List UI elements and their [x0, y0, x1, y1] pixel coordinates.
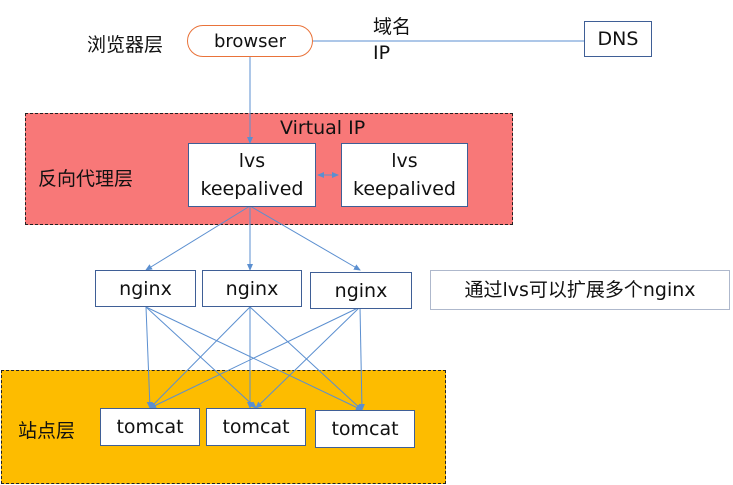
nginx2-tomcat1-link: [149, 306, 251, 409]
nginx1-tomcat1-link: [145, 306, 153, 409]
lvs-keepalived-node-primary: lvs keepalived: [188, 143, 316, 207]
nginx-node-3: nginx: [310, 272, 412, 309]
proxy-layer-label: 反向代理层: [38, 168, 134, 190]
lvs-label: lvs: [391, 150, 418, 172]
tomcat-node-3: tomcat: [315, 410, 415, 448]
dns-edge-label-domain: 域名: [373, 16, 412, 38]
nginx-node-2: nginx: [202, 270, 302, 307]
nginx2-tomcat3-link: [249, 306, 363, 411]
dns-edge-label-ip: IP: [373, 42, 391, 64]
virtual-ip-label: Virtual IP: [280, 117, 366, 139]
tomcat-node-1: tomcat: [100, 408, 200, 446]
dns-node: DNS: [584, 21, 652, 57]
nginx-scaling-note: 通过lvs可以扩展多个nginx: [430, 270, 730, 310]
keepalived-label: keepalived: [200, 178, 304, 200]
tomcat-node-2: tomcat: [206, 408, 306, 446]
nginx-node-1: nginx: [95, 270, 196, 307]
site-layer-label: 站点层: [18, 420, 76, 442]
browser-node: browser: [187, 25, 313, 57]
lvs-keepalived-node-backup: lvs keepalived: [341, 143, 468, 207]
keepalived-label: keepalived: [353, 178, 456, 200]
nginx3-tomcat3-link: [358, 306, 365, 411]
lvs-label: lvs: [238, 150, 266, 172]
nginx1-tomcat2-link: [145, 306, 257, 409]
lvs-nginx3-link: [249, 205, 361, 271]
nginx3-tomcat2-link: [255, 306, 361, 409]
lvs-nginx1-link: [145, 205, 251, 271]
browser-layer-label: 浏览器层: [87, 34, 164, 56]
nginx3-tomcat1-link: [149, 306, 361, 409]
